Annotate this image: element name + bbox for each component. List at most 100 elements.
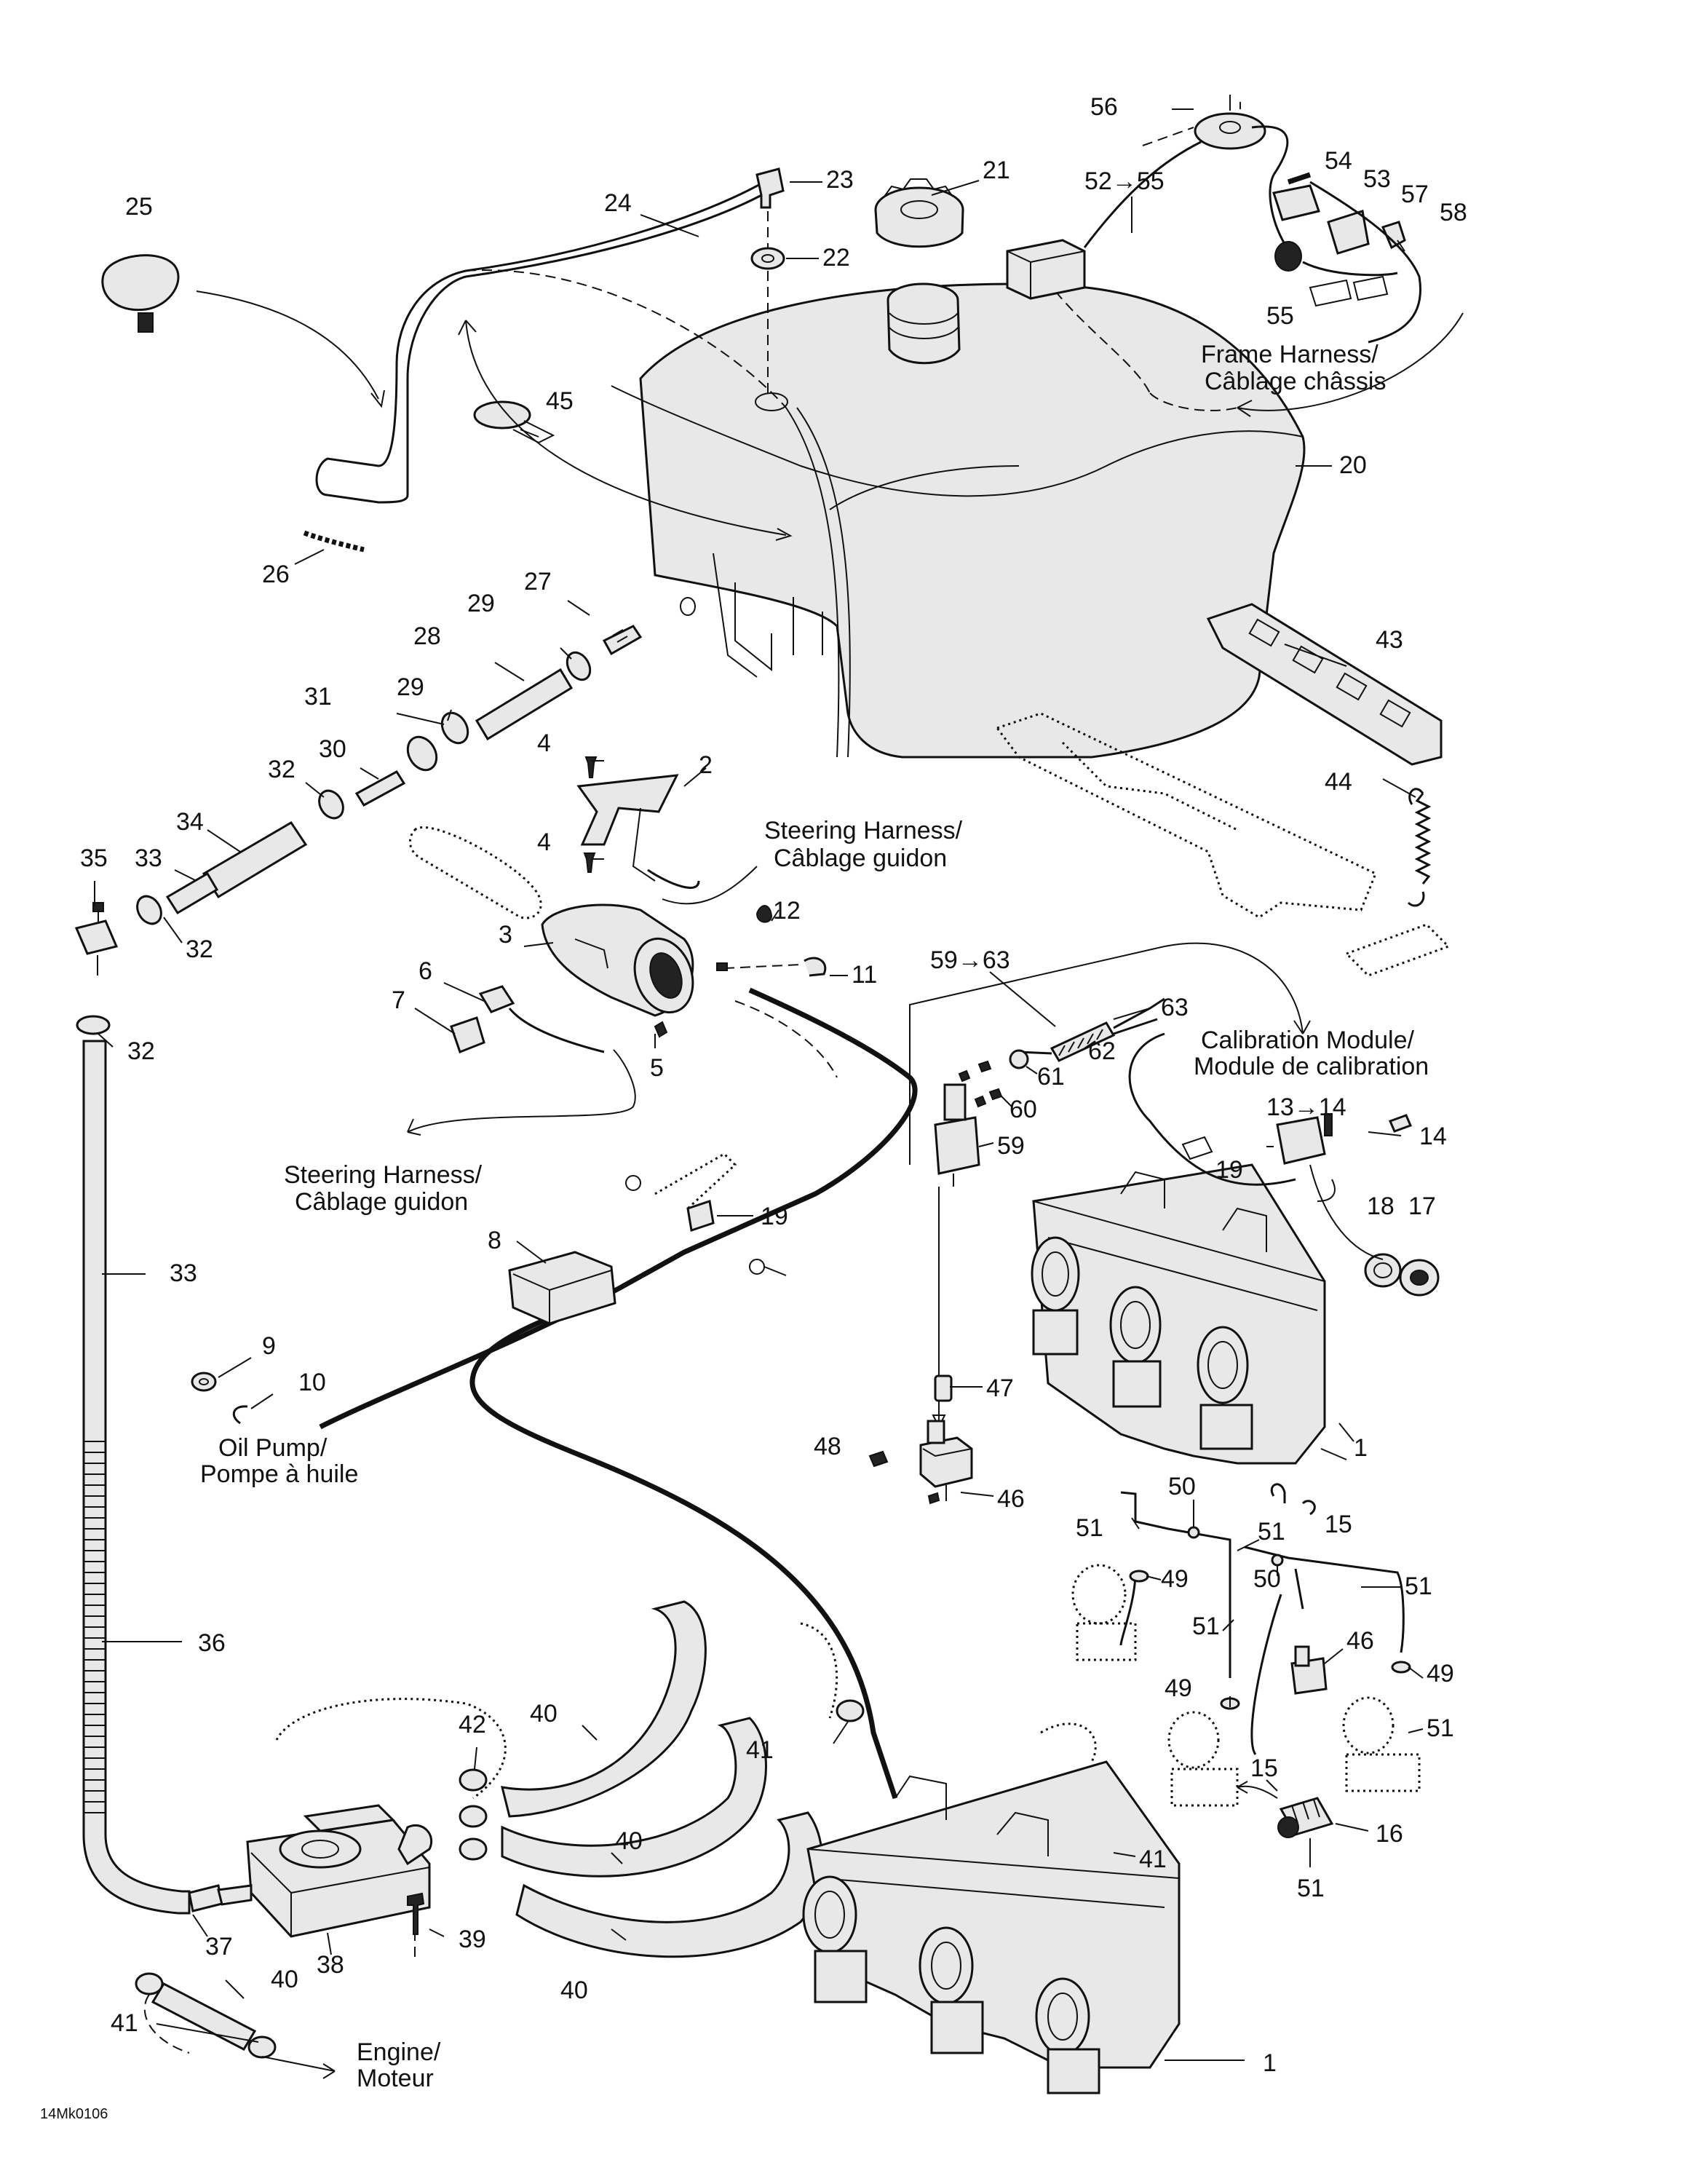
fuel-cap xyxy=(874,178,964,248)
note-frame-harness-fr: Câblage châssis xyxy=(1205,368,1386,395)
clip-15a xyxy=(1270,1483,1316,1516)
callout-26: 26 xyxy=(262,561,290,588)
fuel-tank xyxy=(611,282,1306,759)
callout-49b: 49 xyxy=(1165,1674,1192,1702)
callout-24: 24 xyxy=(604,189,632,217)
callout-40c: 40 xyxy=(560,1977,588,2004)
callout-22: 22 xyxy=(822,244,850,272)
callout-9: 9 xyxy=(262,1332,276,1360)
note-steering-harness-upper-fr: Câblage guidon xyxy=(774,844,947,872)
sensor-13-14 xyxy=(1276,1113,1413,1202)
callout-37: 37 xyxy=(205,1933,233,1961)
callout-25: 25 xyxy=(125,193,153,221)
callout-51c: 51 xyxy=(1405,1572,1432,1600)
fuel-hose-28 xyxy=(475,668,574,741)
callout-15b: 15 xyxy=(1250,1754,1278,1782)
callout-33b: 33 xyxy=(170,1259,197,1287)
callout-41c: 41 xyxy=(111,2009,138,2037)
callout-16: 16 xyxy=(1376,1820,1403,1848)
callout-62: 62 xyxy=(1088,1037,1116,1065)
calibration-arrow xyxy=(1164,942,1311,1034)
figure-code: 14Mk0106 xyxy=(40,2106,108,2122)
tank-support-dotted xyxy=(995,712,1451,977)
note-oil-pump-fr: Pompe à huile xyxy=(200,1460,358,1488)
callout-51a: 51 xyxy=(1076,1514,1103,1542)
callout-57: 57 xyxy=(1401,181,1429,208)
callout-10: 10 xyxy=(298,1369,326,1396)
check-valves-49-50 xyxy=(1129,1526,1411,1710)
callout-55: 55 xyxy=(1266,302,1294,330)
solenoid-valve-46b xyxy=(1290,1645,1328,1695)
callout-48: 48 xyxy=(814,1433,841,1460)
cable-junction-8 xyxy=(508,1251,616,1325)
callout-51b: 51 xyxy=(1258,1518,1285,1546)
tension-spring xyxy=(1407,788,1432,907)
vent-elbow-fitting xyxy=(755,167,785,209)
vent-line xyxy=(315,181,851,758)
harness-plug-6 xyxy=(478,985,605,1053)
annotation-notes: Frame Harness/ Câblage châssis Steering … xyxy=(40,341,1429,2122)
callout-31: 31 xyxy=(304,683,332,711)
cap-47 xyxy=(934,1374,953,1402)
callout-7: 7 xyxy=(392,986,405,1014)
hose-clamp-32c xyxy=(76,1015,111,1035)
throttle-cable xyxy=(319,987,918,1800)
callout-47: 47 xyxy=(986,1374,1014,1402)
callout-44: 44 xyxy=(1325,768,1352,796)
callout-32b: 32 xyxy=(186,935,213,963)
callout-58: 58 xyxy=(1440,199,1467,226)
cable-bracket-19 xyxy=(625,1152,787,1276)
frame-harness-connector xyxy=(1006,239,1086,300)
callout-39: 39 xyxy=(459,1926,486,1953)
callout-46a: 46 xyxy=(997,1485,1025,1513)
callout-leaders xyxy=(94,108,1424,2061)
callout-50b: 50 xyxy=(1253,1565,1281,1593)
note-steering-harness-lower-fr: Câblage guidon xyxy=(295,1188,468,1216)
callout-30: 30 xyxy=(319,735,346,763)
cable-fitting-11 xyxy=(716,957,827,977)
callout-27: 27 xyxy=(524,568,552,596)
callout-4a: 4 xyxy=(537,729,551,757)
tps-sensor-59 xyxy=(934,1083,980,1187)
screw-4b xyxy=(583,852,596,873)
callout-54: 54 xyxy=(1325,147,1352,175)
callout-14: 14 xyxy=(1419,1123,1447,1150)
hose-40-lower xyxy=(515,1811,824,1958)
callout-29a: 29 xyxy=(467,590,495,617)
callout-41b: 41 xyxy=(1139,1845,1167,1873)
callout-labels: 20 21 22 23 24 25 26 27 28 29 29 30 31 3… xyxy=(80,93,1467,2077)
fuel-line-33-36 xyxy=(82,1040,191,1915)
callout-52-55: 52→55 xyxy=(1084,167,1165,195)
vent-clamp xyxy=(101,254,385,408)
callout-43: 43 xyxy=(1376,626,1403,654)
callout-49c: 49 xyxy=(1427,1660,1454,1688)
callout-3: 3 xyxy=(499,921,512,949)
hose-clamp-32b xyxy=(136,895,162,925)
tie-strap xyxy=(458,320,793,541)
harness-pin-54 xyxy=(1287,172,1312,185)
callout-19b: 19 xyxy=(1215,1156,1243,1184)
callout-8: 8 xyxy=(488,1227,501,1254)
tank-mounting-strap xyxy=(1206,603,1443,766)
handlebar-grip xyxy=(408,826,542,919)
callout-20: 20 xyxy=(1339,451,1367,479)
callout-59: 59 xyxy=(997,1132,1025,1160)
vent-lines-51 xyxy=(1119,1491,1405,1755)
screw-4a xyxy=(584,756,598,778)
filter-16 xyxy=(1237,1781,1334,1838)
callout-38: 38 xyxy=(317,1951,344,1979)
cover-7 xyxy=(450,1016,485,1053)
callout-53: 53 xyxy=(1363,165,1391,193)
callout-12: 12 xyxy=(773,897,801,925)
carburetor-assembly-lower xyxy=(802,1722,1181,2094)
terminal-58 xyxy=(1381,221,1406,252)
callout-4b: 4 xyxy=(537,828,551,856)
callout-34: 34 xyxy=(176,808,204,836)
carb-outlines-dotted xyxy=(1071,1564,1421,1807)
screw-39 xyxy=(407,1892,425,1935)
callout-23: 23 xyxy=(826,166,854,194)
callout-56: 56 xyxy=(1090,93,1118,121)
callout-40b: 40 xyxy=(615,1827,643,1855)
callout-19a: 19 xyxy=(761,1203,788,1230)
note-oil-pump: Oil Pump/ xyxy=(218,1434,328,1462)
